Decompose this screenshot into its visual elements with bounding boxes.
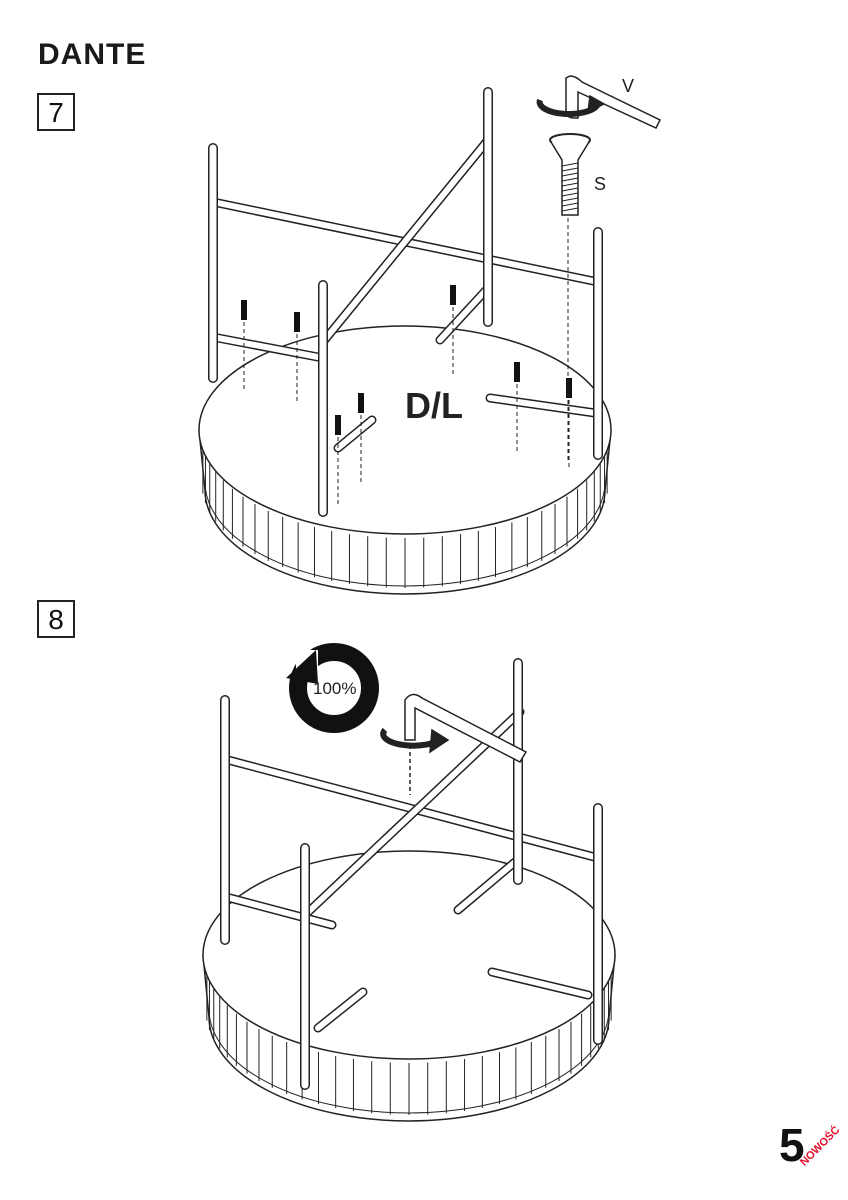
screw — [241, 300, 247, 320]
step-7-table-illustration — [198, 87, 612, 595]
rail-fill — [315, 989, 366, 1031]
rail-fill — [215, 335, 326, 361]
screw — [450, 285, 456, 305]
table-base-ring — [204, 481, 606, 587]
screw-thread — [561, 182, 579, 187]
screw — [514, 362, 520, 382]
rail-fill — [437, 285, 491, 343]
table-top — [202, 850, 616, 1060]
screw-thread — [561, 207, 579, 212]
rail-fill — [455, 859, 518, 913]
product-title: DANTE — [38, 38, 147, 71]
rail-fill — [335, 417, 375, 451]
rail-fill — [302, 709, 523, 918]
allen-key-icon — [380, 693, 528, 795]
table-base-ring — [208, 1008, 610, 1114]
screw-label-s: S — [594, 174, 606, 194]
screw-thread — [561, 197, 579, 202]
tighten-100-icon: 100% — [286, 643, 379, 733]
screw-thread — [561, 192, 579, 197]
screw-icon — [549, 133, 591, 460]
rail-fill — [227, 895, 335, 928]
screw-thread — [561, 162, 579, 167]
screw — [294, 312, 300, 332]
screw — [566, 378, 572, 398]
screw-thread — [561, 187, 579, 192]
screw-thread — [561, 167, 579, 172]
tighten-percent-label: 100% — [313, 679, 356, 698]
screw-thread — [561, 172, 579, 177]
step-number-7: 7 — [37, 93, 75, 131]
screw — [335, 415, 341, 435]
rail-fill — [489, 969, 591, 998]
allen-key-icon — [536, 75, 662, 129]
tool-label-v: V — [622, 76, 634, 96]
part-label-dl: D/L — [405, 385, 463, 426]
step-number-8: 8 — [37, 600, 75, 638]
table-top — [198, 325, 612, 535]
rail-fill — [320, 137, 491, 345]
screw — [358, 393, 364, 413]
page-number: 5 — [779, 1119, 805, 1171]
screw-thread — [561, 177, 579, 182]
screw-thread — [561, 202, 579, 207]
rail-fill — [487, 395, 598, 416]
step-8-table-illustration — [202, 658, 616, 1122]
